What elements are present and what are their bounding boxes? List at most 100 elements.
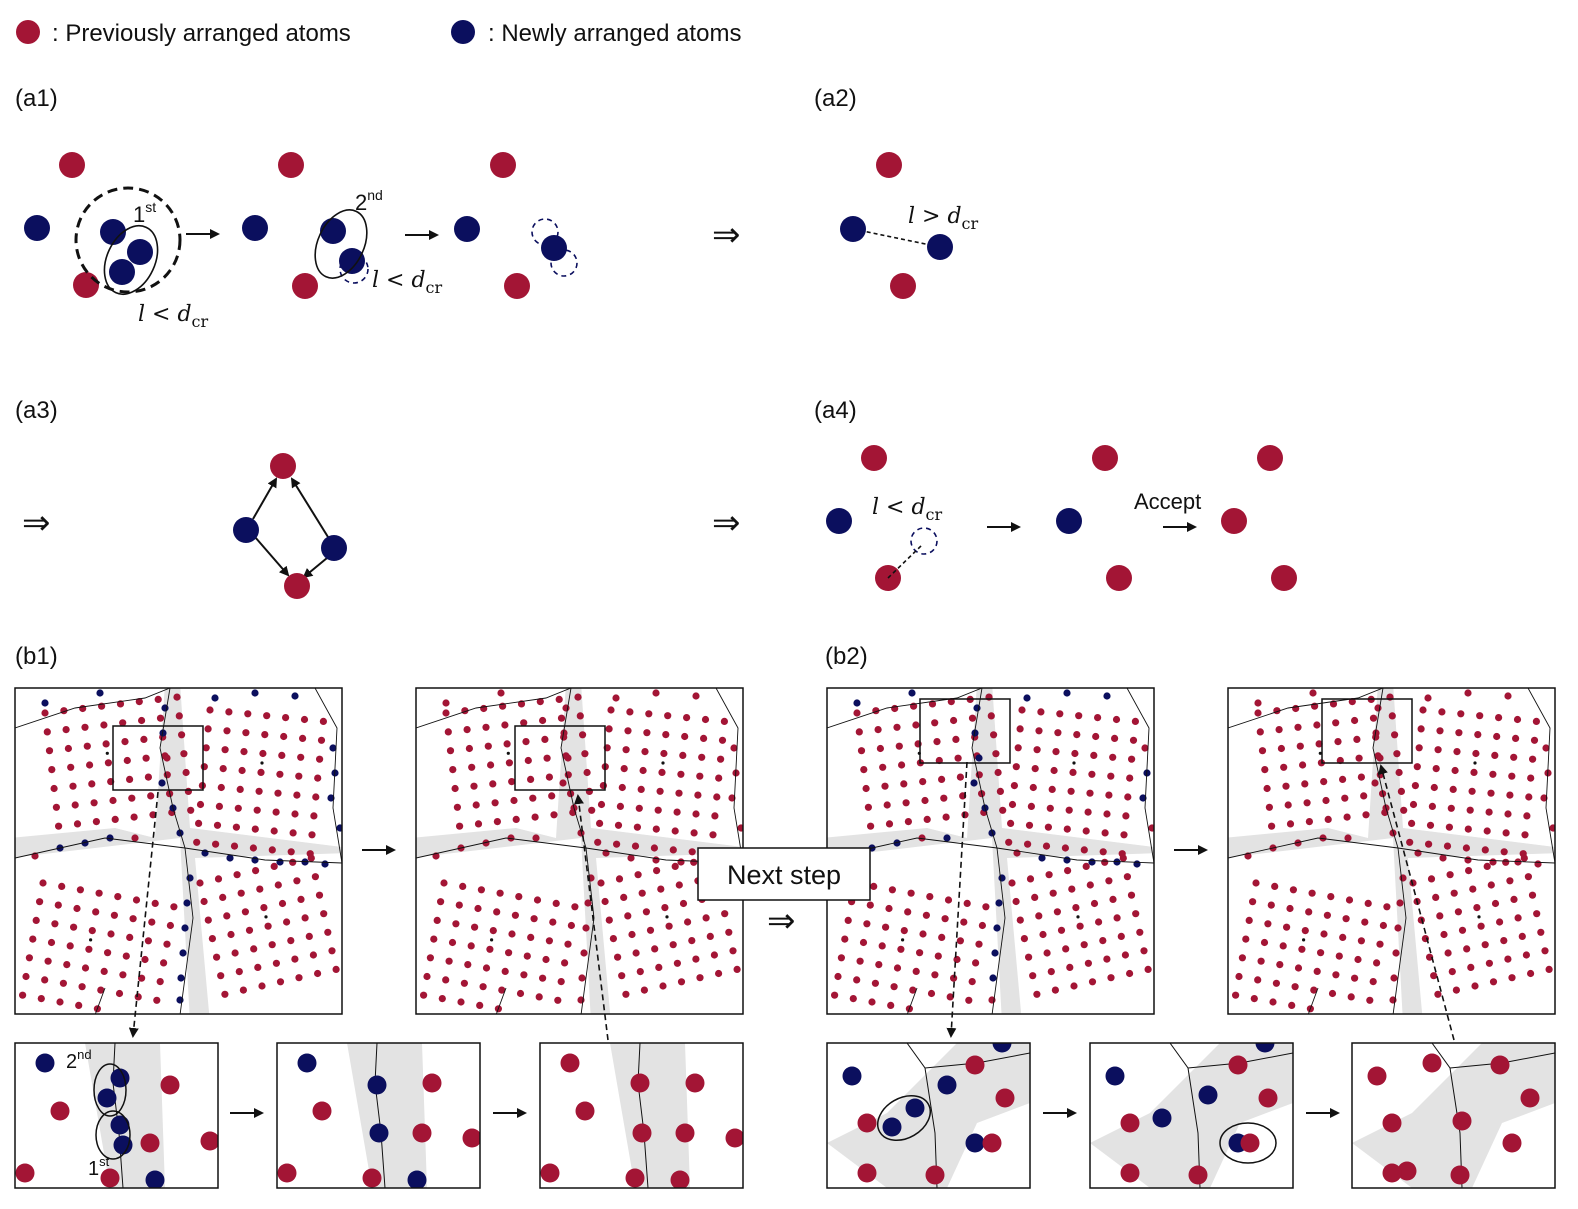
previous-atom bbox=[508, 778, 516, 786]
previous-atom bbox=[1250, 995, 1258, 1003]
previous-atom bbox=[1348, 698, 1356, 706]
previous-atom bbox=[1328, 989, 1337, 998]
zoom-callout-arrow bbox=[128, 791, 159, 1038]
previous-atom bbox=[879, 763, 887, 771]
previous-atom bbox=[1542, 744, 1550, 752]
previous-atom bbox=[41, 709, 49, 717]
previous-atom bbox=[1320, 930, 1328, 938]
previous-atom bbox=[1445, 823, 1453, 831]
previous-atom bbox=[688, 848, 696, 856]
grain-boundary-line bbox=[184, 847, 342, 864]
previous-atom bbox=[1545, 965, 1553, 974]
previous-atom bbox=[607, 706, 615, 714]
previous-atom bbox=[1254, 976, 1262, 984]
previous-atom bbox=[1260, 938, 1269, 947]
new-atom bbox=[226, 854, 234, 862]
new-atom bbox=[970, 779, 978, 787]
previous-atom bbox=[1481, 846, 1489, 854]
new-atom bbox=[988, 829, 996, 837]
previous-atom bbox=[73, 272, 99, 298]
previous-atom bbox=[1332, 971, 1340, 979]
previous-atom bbox=[583, 768, 591, 777]
previous-atom bbox=[709, 831, 717, 839]
previous-atom bbox=[1107, 974, 1115, 982]
accepted-atom bbox=[1221, 508, 1247, 534]
previous-atom bbox=[1408, 819, 1416, 828]
previous-atom bbox=[864, 803, 873, 811]
previous-atom bbox=[1071, 749, 1079, 758]
previous-atom bbox=[1069, 768, 1077, 777]
new-atom bbox=[965, 1133, 985, 1153]
previous-atom bbox=[1485, 959, 1493, 967]
second-pair-label: 2nd bbox=[355, 187, 383, 215]
previous-atom bbox=[1392, 949, 1400, 957]
panel-a3: (a3) ⇒ bbox=[15, 397, 347, 599]
previous-atom bbox=[902, 799, 910, 807]
panel-frame bbox=[1089, 1042, 1294, 1189]
previous-atom bbox=[893, 964, 902, 972]
previous-atom bbox=[44, 957, 52, 965]
merged-atom bbox=[541, 235, 567, 261]
previous-atom bbox=[305, 932, 313, 941]
previous-atom bbox=[1076, 922, 1084, 930]
previous-atom bbox=[1450, 1165, 1470, 1185]
grain-boundary-line bbox=[495, 987, 507, 1014]
previous-atom bbox=[132, 896, 141, 904]
previous-atom bbox=[860, 766, 868, 774]
previous-atom bbox=[650, 844, 659, 852]
previous-atom bbox=[870, 882, 878, 891]
previous-atom bbox=[314, 969, 322, 978]
previous-atom bbox=[1351, 716, 1359, 725]
previous-atom bbox=[567, 921, 576, 930]
previous-atom bbox=[1275, 726, 1283, 734]
previous-atom bbox=[121, 738, 129, 746]
previous-atom bbox=[715, 774, 723, 782]
next-step-box: Next step bbox=[697, 847, 871, 901]
previous-atom bbox=[213, 953, 221, 961]
previous-atom bbox=[178, 731, 186, 739]
previous-atom bbox=[482, 839, 490, 847]
previous-atom bbox=[677, 978, 686, 986]
previous-atom bbox=[665, 922, 673, 930]
previous-atom bbox=[1141, 744, 1149, 752]
previous-atom bbox=[620, 765, 628, 773]
previous-atom bbox=[642, 908, 651, 916]
previous-atom bbox=[1294, 723, 1302, 731]
panel-a4: (a4) ⇒ l < dcr Accept bbox=[712, 397, 1297, 591]
previous-atom bbox=[160, 959, 168, 967]
previous-atom bbox=[1472, 749, 1480, 758]
previous-atom bbox=[512, 815, 520, 824]
next-step-label: Next step bbox=[727, 860, 841, 890]
previous-atom bbox=[250, 945, 258, 953]
previous-atom bbox=[426, 954, 434, 962]
polycrystal-panel bbox=[415, 687, 744, 1015]
panel-a2: (a2) l > dcr bbox=[814, 85, 979, 299]
previous-atom bbox=[853, 976, 861, 984]
previous-atom bbox=[609, 935, 618, 943]
previous-atom bbox=[1450, 889, 1458, 897]
previous-atom bbox=[71, 801, 79, 809]
previous-atom bbox=[297, 895, 305, 904]
previous-atom bbox=[1310, 986, 1318, 994]
previous-atom bbox=[1523, 812, 1531, 820]
previous-atom bbox=[312, 1101, 332, 1121]
previous-atom bbox=[1506, 877, 1514, 885]
previous-atom bbox=[524, 756, 532, 765]
previous-atom bbox=[1086, 881, 1094, 889]
legend-previous-label: : Previously arranged atoms bbox=[52, 20, 351, 47]
previous-atom bbox=[1305, 818, 1313, 826]
grain-boundary-line bbox=[112, 1043, 124, 1188]
previous-atom bbox=[702, 914, 710, 922]
previous-atom bbox=[1426, 821, 1435, 829]
previous-atom bbox=[926, 893, 934, 901]
zoom-panel bbox=[826, 1042, 1031, 1189]
previous-atom bbox=[1052, 748, 1060, 756]
grain-interior bbox=[1408, 853, 1555, 1014]
previous-atom bbox=[1294, 839, 1302, 847]
new-atom bbox=[943, 834, 951, 842]
previous-atom bbox=[1369, 714, 1378, 722]
previous-atom bbox=[1035, 912, 1043, 920]
previous-atom bbox=[1099, 848, 1107, 856]
previous-atom bbox=[67, 763, 75, 771]
previous-atom bbox=[575, 1101, 595, 1121]
